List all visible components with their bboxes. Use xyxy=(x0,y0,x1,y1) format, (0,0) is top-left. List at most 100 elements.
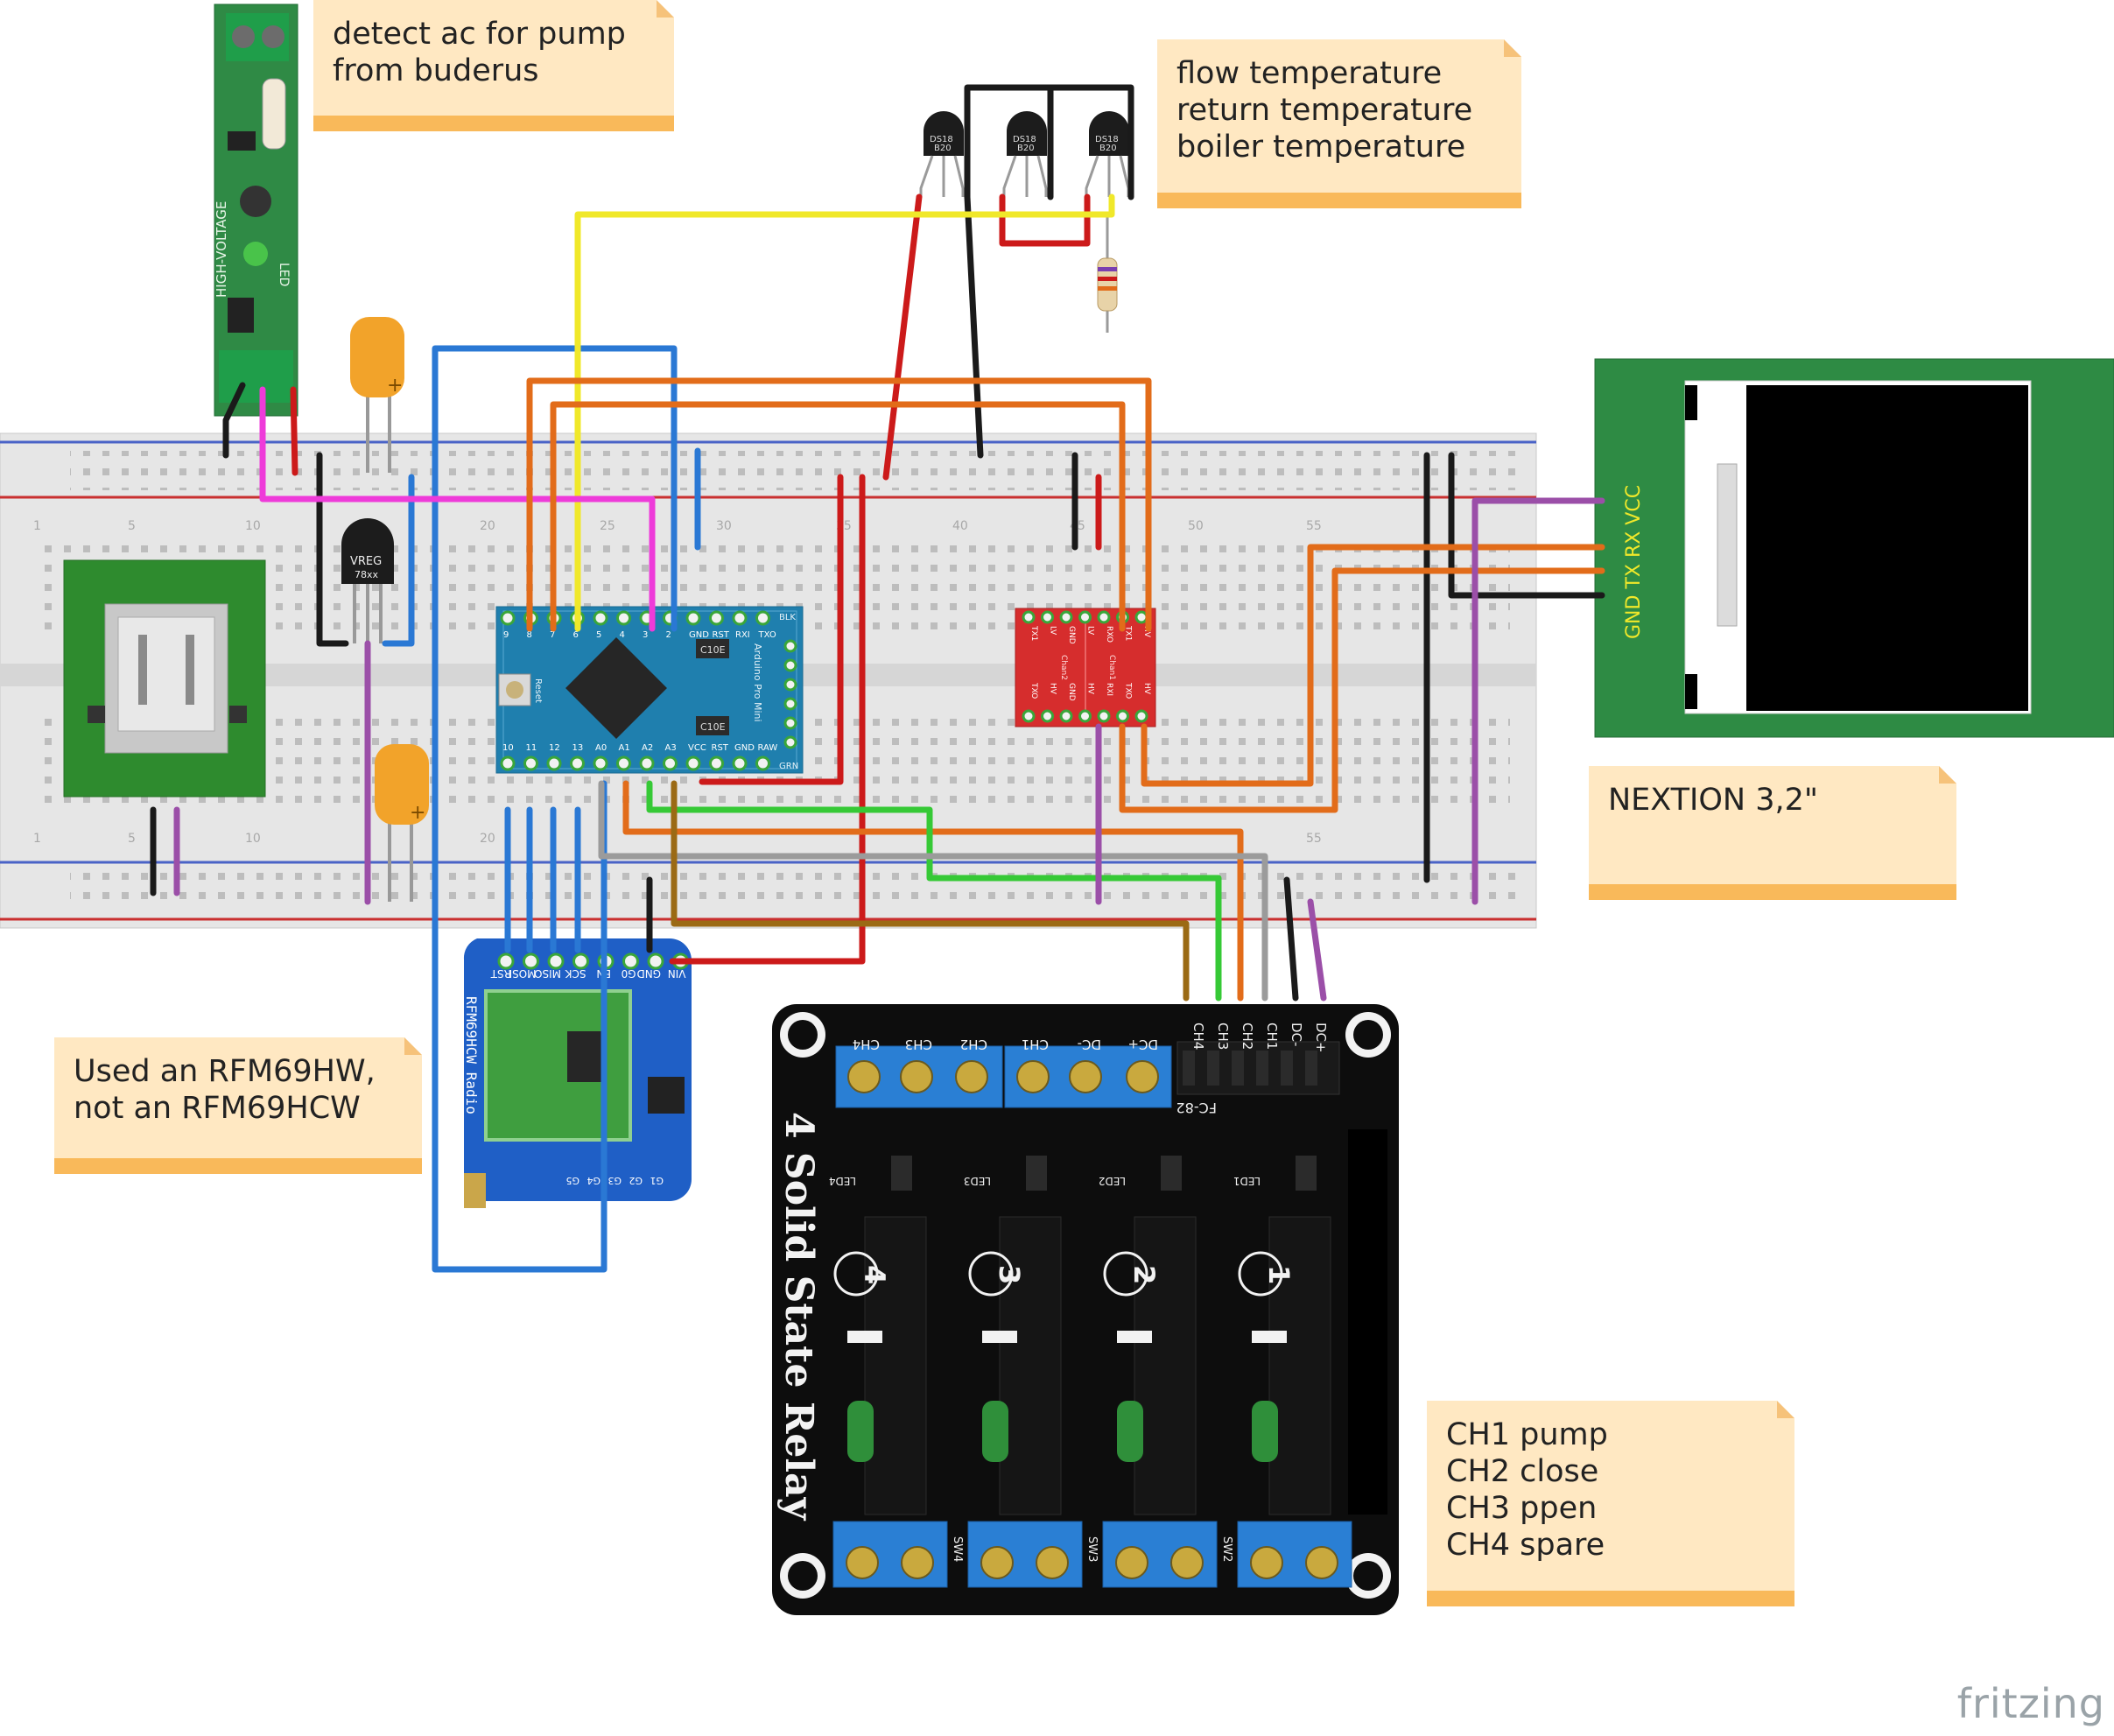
relay-varistor xyxy=(847,1401,874,1462)
arduino-pin-label: 4 xyxy=(620,630,625,640)
shifter-pin-label: LV xyxy=(1086,626,1095,636)
note-ac-detect: detect ac for pump from buderus xyxy=(313,0,674,131)
arduino-pin-label: A2 xyxy=(642,743,653,753)
row-number-5-bottom: 5 xyxy=(128,832,136,846)
relay-smd xyxy=(891,1156,912,1191)
breadboard: 1 5 10 15 20 25 30 35 40 45 50 55 1 5 10… xyxy=(0,432,1537,929)
relay-header-pin-label: DC- xyxy=(1289,1023,1304,1046)
relay-header-pin xyxy=(1207,1051,1219,1086)
arduino-pin xyxy=(616,756,631,771)
arduino-pin-label: TXO xyxy=(758,630,776,640)
radio-pin xyxy=(497,952,515,970)
relay-header-pin-label: CH1 xyxy=(1264,1023,1280,1050)
svg-text:B20: B20 xyxy=(934,144,952,153)
wire-black-vreg xyxy=(316,452,349,647)
arduino-side-pin xyxy=(783,735,797,749)
radio-pin xyxy=(572,952,589,970)
wire-orange-relay-ch2 xyxy=(622,780,1244,1002)
relay-terminal-label: CH3 xyxy=(905,1037,932,1052)
radio-bottom-pin-label: G3 xyxy=(608,1175,622,1186)
svg-text:DS18: DS18 xyxy=(1013,135,1036,144)
wire-black-relay-dc xyxy=(1283,876,1299,1002)
wire-purple-relay-dc xyxy=(1307,898,1327,1002)
arduino-pin-label: A1 xyxy=(619,743,630,753)
shifter-pin xyxy=(1022,610,1036,624)
wire-magenta-ac-signal xyxy=(259,386,656,632)
relay-led-label: LED4 xyxy=(829,1175,856,1187)
tantalum-capacitor-top: + xyxy=(350,317,404,473)
shifter-pin-label: HV xyxy=(1142,683,1151,695)
relay-label-bar xyxy=(1252,1331,1287,1343)
relay-terminal-label: CH2 xyxy=(960,1037,987,1052)
relay-varistor xyxy=(1117,1401,1143,1462)
shifter-pin xyxy=(1041,610,1054,624)
wire-brown-relay-ch4 xyxy=(671,780,1190,1002)
wire-red-radio-vin xyxy=(669,474,866,965)
shifter-pin-label: TXO xyxy=(1124,682,1133,699)
svg-text:B20: B20 xyxy=(1017,144,1035,153)
relay-header-pin xyxy=(1305,1051,1317,1086)
wires xyxy=(150,84,1605,1273)
relay-sw-label: SW2 xyxy=(1220,1536,1233,1562)
arduino-pin xyxy=(616,610,631,626)
radio-pin-label: RST xyxy=(490,967,511,980)
relay-number: 3 xyxy=(993,1265,1026,1284)
arduino-pin-label: 2 xyxy=(666,630,671,640)
wire-red-sensor-vcc xyxy=(882,193,923,481)
shifter-pin xyxy=(1097,610,1111,624)
arduino-side-pin xyxy=(783,639,797,653)
relay-board-title: 4 Solid State Relay xyxy=(776,1112,821,1522)
relay-number: 2 xyxy=(1127,1265,1161,1284)
arduino-pin xyxy=(709,610,724,626)
fritzing-watermark: fritzing xyxy=(1956,1680,2105,1727)
arduino-side-pin xyxy=(783,697,797,711)
arduino-pin xyxy=(500,610,516,626)
ac-detect-module: HIGH-VOLTAGE LED xyxy=(214,4,298,417)
nextion-display: GND TX RX VCC xyxy=(1594,358,2114,738)
svg-text:DS18: DS18 xyxy=(1095,135,1119,144)
radio-bottom-pin-label: G5 xyxy=(565,1175,579,1186)
wire-red-arduino-vcc xyxy=(699,474,844,785)
relay-number-ring xyxy=(1238,1251,1283,1297)
arduino-cap-top: C10E xyxy=(700,644,726,656)
radio-pin-label: VIN xyxy=(668,967,686,980)
arduino-pin-label: 11 xyxy=(526,743,537,753)
arduino-pin xyxy=(709,756,724,771)
arduino-side-pin xyxy=(783,716,797,730)
radio-pin xyxy=(547,952,565,970)
relay-header-pin xyxy=(1256,1051,1268,1086)
relay-terminal-label: CH4 xyxy=(853,1037,880,1052)
wire-green-relay-ch3 xyxy=(646,780,1222,1002)
shifter-pin-label: RXO xyxy=(1105,626,1113,643)
note-ac-detect-line-2: from buderus xyxy=(333,53,539,88)
row-number-20-bottom: 20 xyxy=(480,832,495,846)
wire-orange-nextion-rx xyxy=(1141,544,1605,787)
arduino-pin-label: 7 xyxy=(550,630,555,640)
wire-red-ac xyxy=(290,386,298,476)
radio-pin xyxy=(647,952,664,970)
arduino-pin xyxy=(500,756,516,771)
note-radio: Used an RFM69HW, not an RFM69HCW xyxy=(54,1037,422,1174)
svg-text:+: + xyxy=(410,802,425,824)
row-number-10-bottom: 10 xyxy=(245,832,261,846)
wire-orange-tx xyxy=(526,377,1152,632)
relay-varistor xyxy=(982,1401,1008,1462)
wire-blue-rail xyxy=(382,474,415,647)
radio-pin xyxy=(622,952,639,970)
row-number-55-bottom: 55 xyxy=(1306,832,1322,846)
row-number-1: 1 xyxy=(33,519,41,533)
row-number-10: 10 xyxy=(245,519,261,533)
relay-smd xyxy=(1161,1156,1182,1191)
arduino-pin xyxy=(732,610,748,626)
relay-terminal-label: DC- xyxy=(1078,1037,1101,1052)
wire-purple-nextion-vcc xyxy=(1471,497,1605,905)
arduino-pin-label: RST xyxy=(712,743,729,753)
relay-led-label: LED3 xyxy=(964,1175,991,1187)
arduino-pin-label: 12 xyxy=(549,743,560,753)
note-temperatures-line-1: flow temperature xyxy=(1176,56,1443,91)
